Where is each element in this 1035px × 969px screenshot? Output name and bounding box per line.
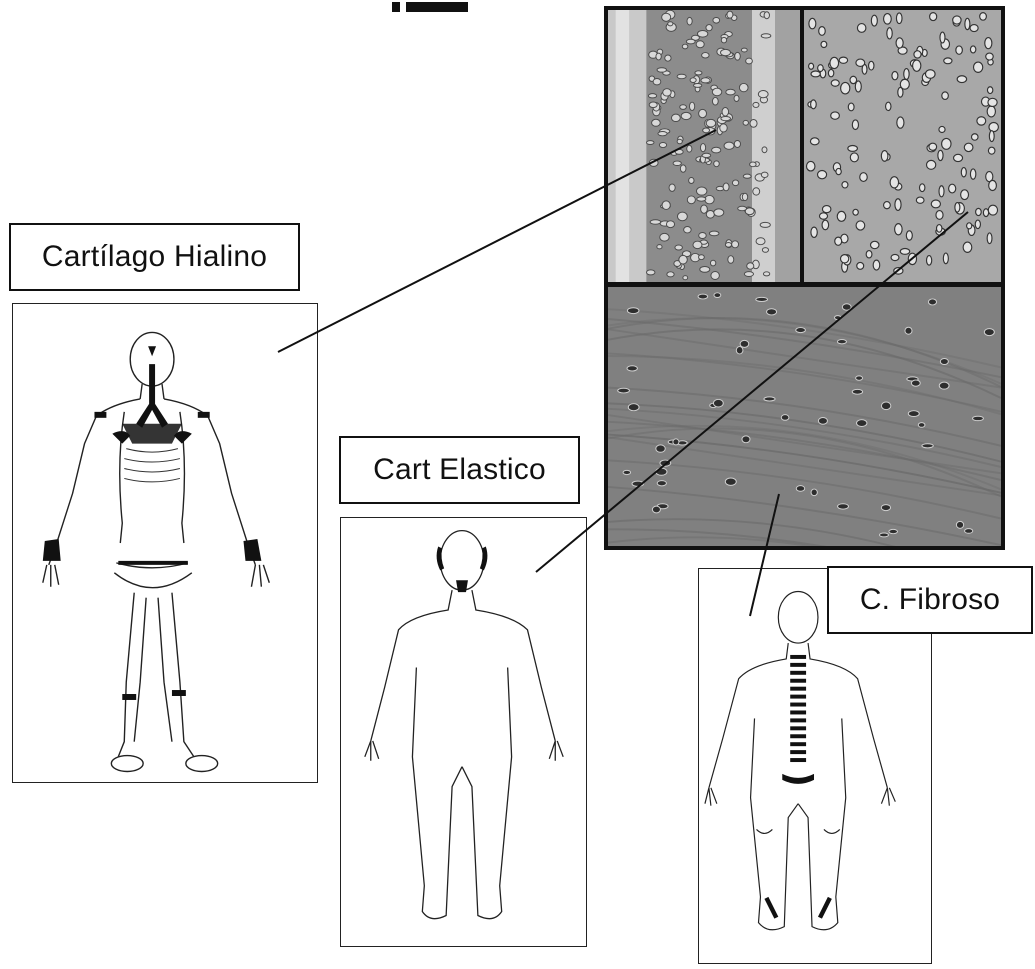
elastic-micrograph [800, 6, 1005, 286]
label-elastic: Cart Elastico [339, 436, 580, 504]
clipped-title-fragment [0, 0, 560, 14]
elastic-body-panel [340, 517, 587, 947]
hyaline-micrograph [604, 6, 804, 286]
ear-larynx-figure [341, 518, 586, 946]
skeleton-figure [13, 304, 317, 782]
skeleton-panel [12, 303, 318, 783]
label-fibrous: C. Fibroso [827, 566, 1033, 634]
label-hyaline: Cartílago Hialino [9, 223, 300, 291]
fibrous-micrograph [604, 283, 1005, 550]
